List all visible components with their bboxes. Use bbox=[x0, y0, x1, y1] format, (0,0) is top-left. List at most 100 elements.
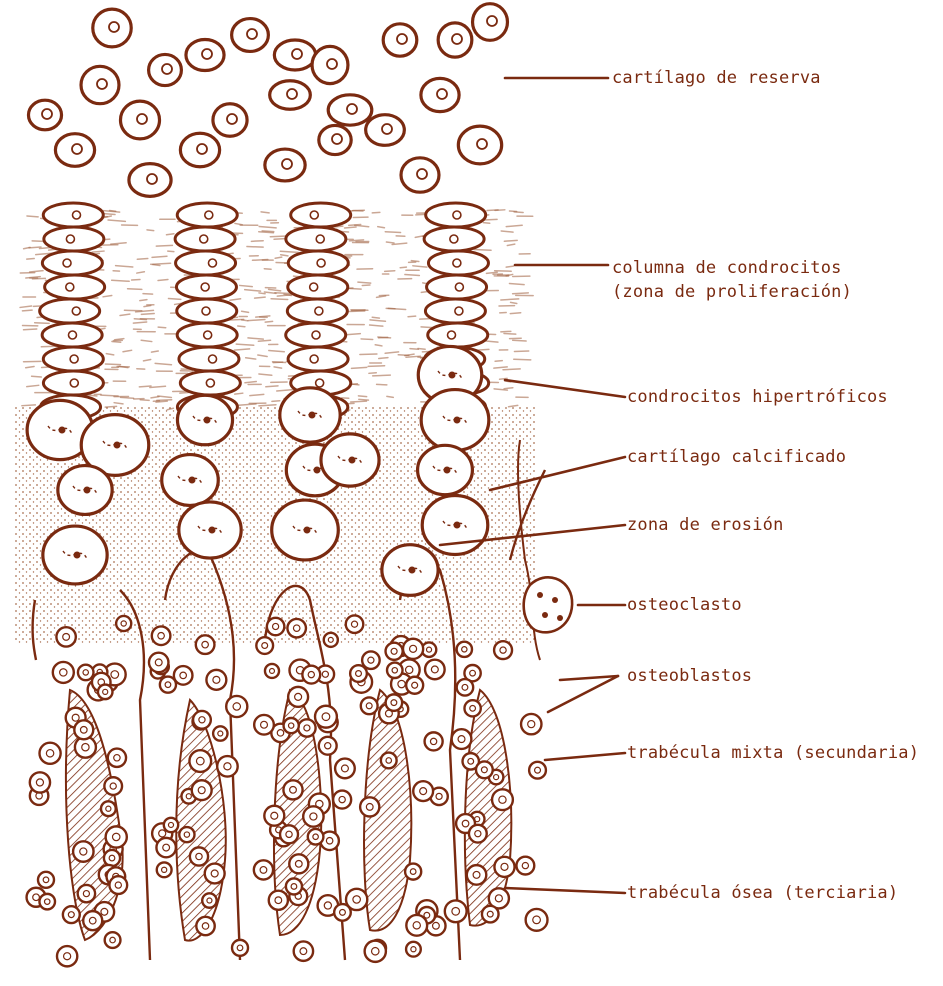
osteoblast bbox=[40, 743, 61, 764]
column-chondrocyte bbox=[175, 227, 235, 251]
osteoblast bbox=[38, 872, 54, 888]
column-chondrocyte bbox=[425, 299, 485, 323]
osteoblast bbox=[298, 719, 315, 736]
hypertrophic-chondrocyte bbox=[162, 455, 219, 506]
reserve-chondrocyte bbox=[186, 40, 224, 71]
reserve-chondrocyte bbox=[438, 23, 472, 57]
reserve-chondrocyte bbox=[319, 125, 351, 154]
column-chondrocyte bbox=[177, 323, 237, 347]
reserve-chondrocyte bbox=[149, 54, 182, 85]
label-osteoblasts: osteoblastos bbox=[627, 664, 752, 688]
osteoblast bbox=[406, 915, 427, 936]
column-chondrocyte bbox=[44, 227, 104, 251]
osteoblast bbox=[319, 737, 337, 755]
osteoblast bbox=[386, 643, 403, 660]
osteoblast bbox=[57, 946, 77, 966]
column-chondrocyte bbox=[176, 251, 236, 275]
osteoblast bbox=[403, 639, 423, 659]
reserve-chondrocyte bbox=[401, 158, 439, 192]
column-chondrocyte bbox=[286, 323, 346, 347]
osteoblast bbox=[467, 865, 487, 885]
osteoblast bbox=[303, 806, 323, 826]
hypertrophic-chondrocyte bbox=[58, 466, 112, 515]
osteoblast bbox=[288, 687, 308, 707]
osteoclast-nucleus bbox=[552, 597, 558, 603]
column-chondrocyte bbox=[286, 227, 346, 251]
label-bone-trabecula: trabécula ósea (terciaria) bbox=[627, 881, 898, 905]
osteoblast bbox=[425, 660, 445, 680]
osteoblast bbox=[164, 818, 178, 832]
label-chondrocyte-column-line2: (zona de proliferación) bbox=[612, 280, 852, 304]
reserve-chondrocytes bbox=[28, 4, 507, 197]
osteoblast bbox=[283, 780, 302, 799]
reserve-chondrocyte bbox=[421, 78, 459, 111]
osteoblast bbox=[361, 697, 378, 714]
osteoblast bbox=[346, 615, 363, 632]
column-chondrocyte bbox=[180, 371, 240, 395]
osteoclast-nucleus bbox=[537, 592, 543, 598]
reserve-chondrocyte bbox=[232, 19, 269, 52]
osteoblast bbox=[193, 711, 211, 729]
osteoblast bbox=[56, 627, 75, 646]
osteoblast bbox=[324, 633, 338, 647]
column-chondrocyte bbox=[177, 203, 237, 227]
reserve-chondrocyte bbox=[274, 40, 315, 70]
osteoblast bbox=[492, 789, 513, 810]
osteoblast bbox=[521, 714, 541, 734]
osteoclast-nucleus bbox=[542, 612, 548, 618]
osteoblast bbox=[39, 894, 55, 910]
osteoblast bbox=[179, 827, 194, 842]
osteoblast bbox=[482, 906, 499, 923]
hypertrophic-chondrocyte bbox=[43, 526, 107, 584]
osteoblast bbox=[74, 720, 93, 739]
osteoblast bbox=[425, 732, 443, 750]
osteoblast bbox=[63, 906, 80, 923]
label-calcified-cartilage: cartílago calcificado bbox=[627, 445, 846, 469]
reserve-chondrocyte bbox=[120, 101, 159, 139]
osteoblast bbox=[83, 911, 102, 930]
osteoblast bbox=[406, 677, 423, 694]
hypertrophic-chondrocyte bbox=[382, 545, 438, 596]
osteoblast bbox=[267, 618, 284, 635]
reserve-chondrocyte bbox=[81, 66, 119, 103]
reserve-chondrocyte bbox=[366, 115, 405, 146]
osteoblast bbox=[269, 891, 288, 910]
osteoblast bbox=[333, 791, 351, 809]
osteoblast bbox=[205, 864, 225, 884]
osteoblast bbox=[289, 854, 308, 873]
osteoblast bbox=[104, 777, 122, 795]
osteoblast bbox=[105, 932, 121, 948]
column-chondrocyte bbox=[288, 251, 348, 275]
osteoclast-body bbox=[524, 577, 572, 632]
label-mixed-trabecula: trabécula mixta (secundaria) bbox=[627, 741, 919, 765]
osteoblast bbox=[334, 904, 351, 921]
osteoblast bbox=[206, 670, 226, 690]
osteoblast bbox=[232, 940, 248, 956]
osteoblast bbox=[101, 801, 116, 816]
leader-mixed-trabecula bbox=[545, 753, 625, 760]
label-hypertrophic-chondrocytes: condrocitos hipertróficos bbox=[627, 385, 888, 409]
label-erosion-zone: zona de erosión bbox=[627, 513, 784, 537]
osteoblast bbox=[254, 715, 274, 735]
osteoblast bbox=[73, 841, 93, 861]
osteoblast bbox=[362, 651, 380, 669]
reserve-chondrocyte bbox=[213, 104, 247, 137]
osteoblast bbox=[116, 616, 131, 631]
column-chondrocyte bbox=[43, 203, 103, 227]
osteoblast bbox=[381, 753, 397, 769]
osteoblast bbox=[284, 718, 299, 733]
osteoblast bbox=[386, 694, 403, 711]
osteoblast bbox=[287, 619, 306, 638]
osteoblast bbox=[217, 756, 238, 777]
hypertrophic-chondrocyte bbox=[421, 390, 489, 451]
osteoblast bbox=[213, 726, 227, 740]
osteoblast bbox=[413, 781, 433, 801]
osteoblast bbox=[174, 666, 193, 685]
osteoblast bbox=[109, 876, 127, 894]
osteoblast bbox=[30, 772, 50, 792]
osteoblast bbox=[256, 637, 273, 654]
osteoclast-nucleus bbox=[557, 615, 563, 621]
column-chondrocyte bbox=[177, 299, 237, 323]
